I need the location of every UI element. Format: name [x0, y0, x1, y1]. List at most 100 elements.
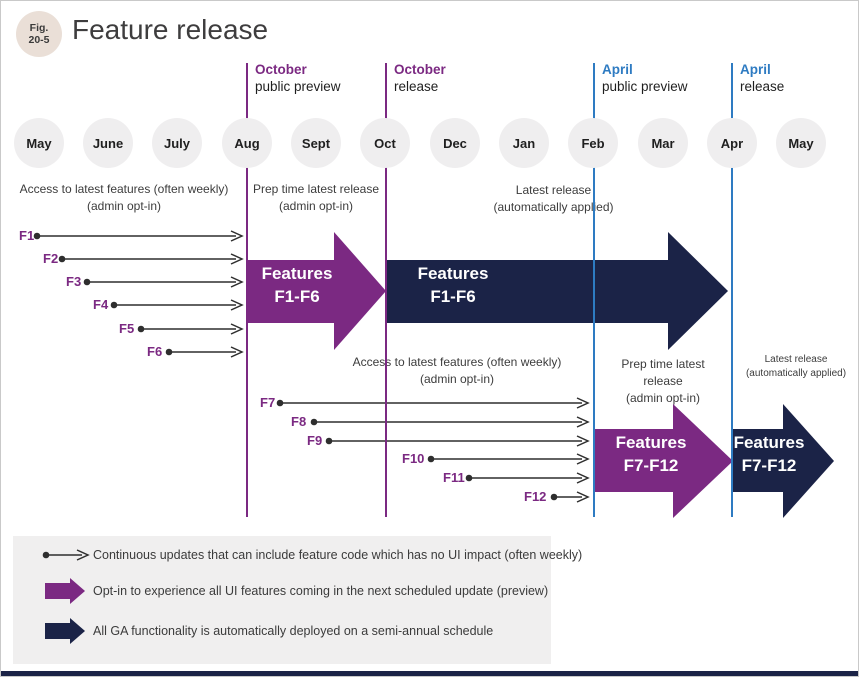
note-line: Latest release	[764, 354, 828, 365]
month-circle-sept: Sept	[291, 118, 341, 168]
note-line: Access to latest features (often weekly)	[352, 355, 562, 369]
feature-arrow-f1	[33, 230, 244, 242]
release-arrow-icon	[45, 623, 70, 639]
feature-label-f6: F6	[147, 344, 163, 359]
page-title: Feature release	[72, 14, 269, 45]
milestone-phase: release	[740, 78, 785, 94]
preview-arrow-wave2-head	[673, 404, 733, 518]
release-arrow-wave1-label: Features F1-F6	[387, 262, 519, 308]
october-release-line	[385, 63, 387, 517]
milestone-phase: release	[394, 78, 439, 94]
month-circle-mar: Mar	[638, 118, 688, 168]
note-line: (admin opt-in)	[625, 391, 701, 405]
feature-arrow-f5	[137, 323, 244, 335]
preview-arrow-wave1-head	[334, 232, 386, 350]
milestone-april-preview: April public preview	[602, 62, 688, 95]
month-circle-june: June	[83, 118, 133, 168]
note-line: (admin opt-in)	[419, 372, 495, 386]
month-circle-july: July	[152, 118, 202, 168]
preview-arrow-wave2-body	[594, 429, 673, 492]
milestone-month: October	[255, 62, 307, 77]
feature-arrow-f3	[83, 276, 244, 288]
figure-badge-label: Fig.	[29, 22, 49, 34]
feature-label-f5: F5	[119, 321, 135, 336]
feature-arrow-f4	[110, 299, 244, 311]
note-line: Latest release	[515, 183, 592, 197]
feature-label-f2: F2	[43, 251, 59, 266]
feature-arrow-f10	[427, 453, 590, 465]
note-line: (admin opt-in)	[278, 199, 354, 213]
release-arrow-wave2-label: Features F7-F12	[713, 431, 825, 477]
feature-label-f4: F4	[93, 297, 109, 312]
preview-arrow-icon	[45, 583, 70, 599]
release-arrow-wave1-body	[386, 260, 668, 323]
note-line: (admin opt-in)	[86, 199, 162, 213]
feature-arrow-f9	[325, 435, 590, 447]
arrow-label-line: F7-F12	[623, 456, 679, 475]
feature-arrow-f11	[465, 472, 590, 484]
release-arrow-wave1-head	[668, 232, 728, 350]
milestone-month: April	[602, 62, 633, 77]
preview-arrow-wave1-label: Features F1-F6	[247, 262, 347, 308]
feature-arrow-f7	[276, 397, 590, 409]
feature-label-f10: F10	[402, 451, 425, 466]
april-release-line	[731, 63, 733, 517]
note-latest-wave2: Latest release (automatically applied)	[738, 353, 854, 380]
month-circle-apr: Apr	[707, 118, 757, 168]
arrow-label-line: Features	[615, 433, 687, 452]
month-circle-may2: May	[776, 118, 826, 168]
milestone-april-release: April release	[740, 62, 784, 95]
milestone-month: April	[740, 62, 771, 77]
month-circle-aug: Aug	[222, 118, 272, 168]
october-preview-line	[246, 63, 248, 517]
note-latest-wave1: Latest release (automatically applied)	[471, 182, 636, 216]
preview-arrow-wave2-label: Features F7-F12	[598, 431, 704, 477]
milestone-phase: public preview	[602, 78, 688, 94]
note-prep-wave2: Prep time latest release (admin opt-in)	[601, 356, 725, 407]
arrow-label-line: Features	[417, 264, 489, 283]
bottom-accent-bar	[1, 671, 858, 676]
figure-badge-number: 20-5	[28, 34, 50, 46]
note-line: Access to latest features (often weekly)	[19, 182, 229, 196]
arrow-label-line: F7-F12	[741, 456, 797, 475]
release-arrow-wave2-body	[732, 429, 783, 492]
april-preview-line	[593, 63, 595, 517]
legend-item-ga: All GA functionality is automatically de…	[93, 624, 494, 638]
feature-label-f12: F12	[524, 489, 547, 504]
feature-label-f8: F8	[291, 414, 307, 429]
note-access-wave1: Access to latest features (often weekly)…	[9, 181, 239, 215]
note-prep-wave1: Prep time latest release (admin opt-in)	[251, 181, 381, 215]
month-circle-jan: Jan	[499, 118, 549, 168]
arrow-label-line: F1-F6	[274, 287, 320, 306]
note-line: Prep time latest release	[252, 182, 380, 196]
thin-arrow-icon	[42, 549, 90, 561]
feature-label-f9: F9	[307, 433, 323, 448]
milestone-october-release: October release	[394, 62, 446, 95]
month-circle-oct: Oct	[360, 118, 410, 168]
arrow-label-line: Features	[261, 264, 333, 283]
arrow-label-line: Features	[733, 433, 805, 452]
feature-arrow-f6	[165, 346, 244, 358]
feature-label-f3: F3	[66, 274, 82, 289]
feature-label-f1: F1	[19, 228, 35, 243]
release-arrow-icon-head	[70, 618, 85, 644]
note-line: (automatically applied)	[745, 367, 847, 379]
legend-item-continuous: Continuous updates that can include feat…	[93, 548, 583, 562]
note-line: Prep time latest release	[621, 357, 705, 388]
milestone-phase: public preview	[255, 78, 341, 94]
legend-item-optin: Opt-in to experience all UI features com…	[93, 584, 549, 598]
legend: Continuous updates that can include feat…	[13, 536, 582, 664]
arrow-label-line: F1-F6	[430, 287, 476, 306]
milestone-october-preview: October public preview	[255, 62, 341, 95]
release-arrow-wave2-head	[783, 404, 834, 518]
note-access-wave2: Access to latest features (often weekly)…	[346, 354, 568, 388]
month-circle-feb: Feb	[568, 118, 618, 168]
preview-arrow-icon-head	[70, 578, 85, 604]
preview-arrow-wave1-body	[247, 260, 334, 323]
figure-badge: Fig. 20-5	[16, 11, 62, 57]
feature-arrow-f12	[550, 491, 590, 503]
milestone-month: October	[394, 62, 446, 77]
feature-label-f11: F11	[443, 470, 465, 485]
